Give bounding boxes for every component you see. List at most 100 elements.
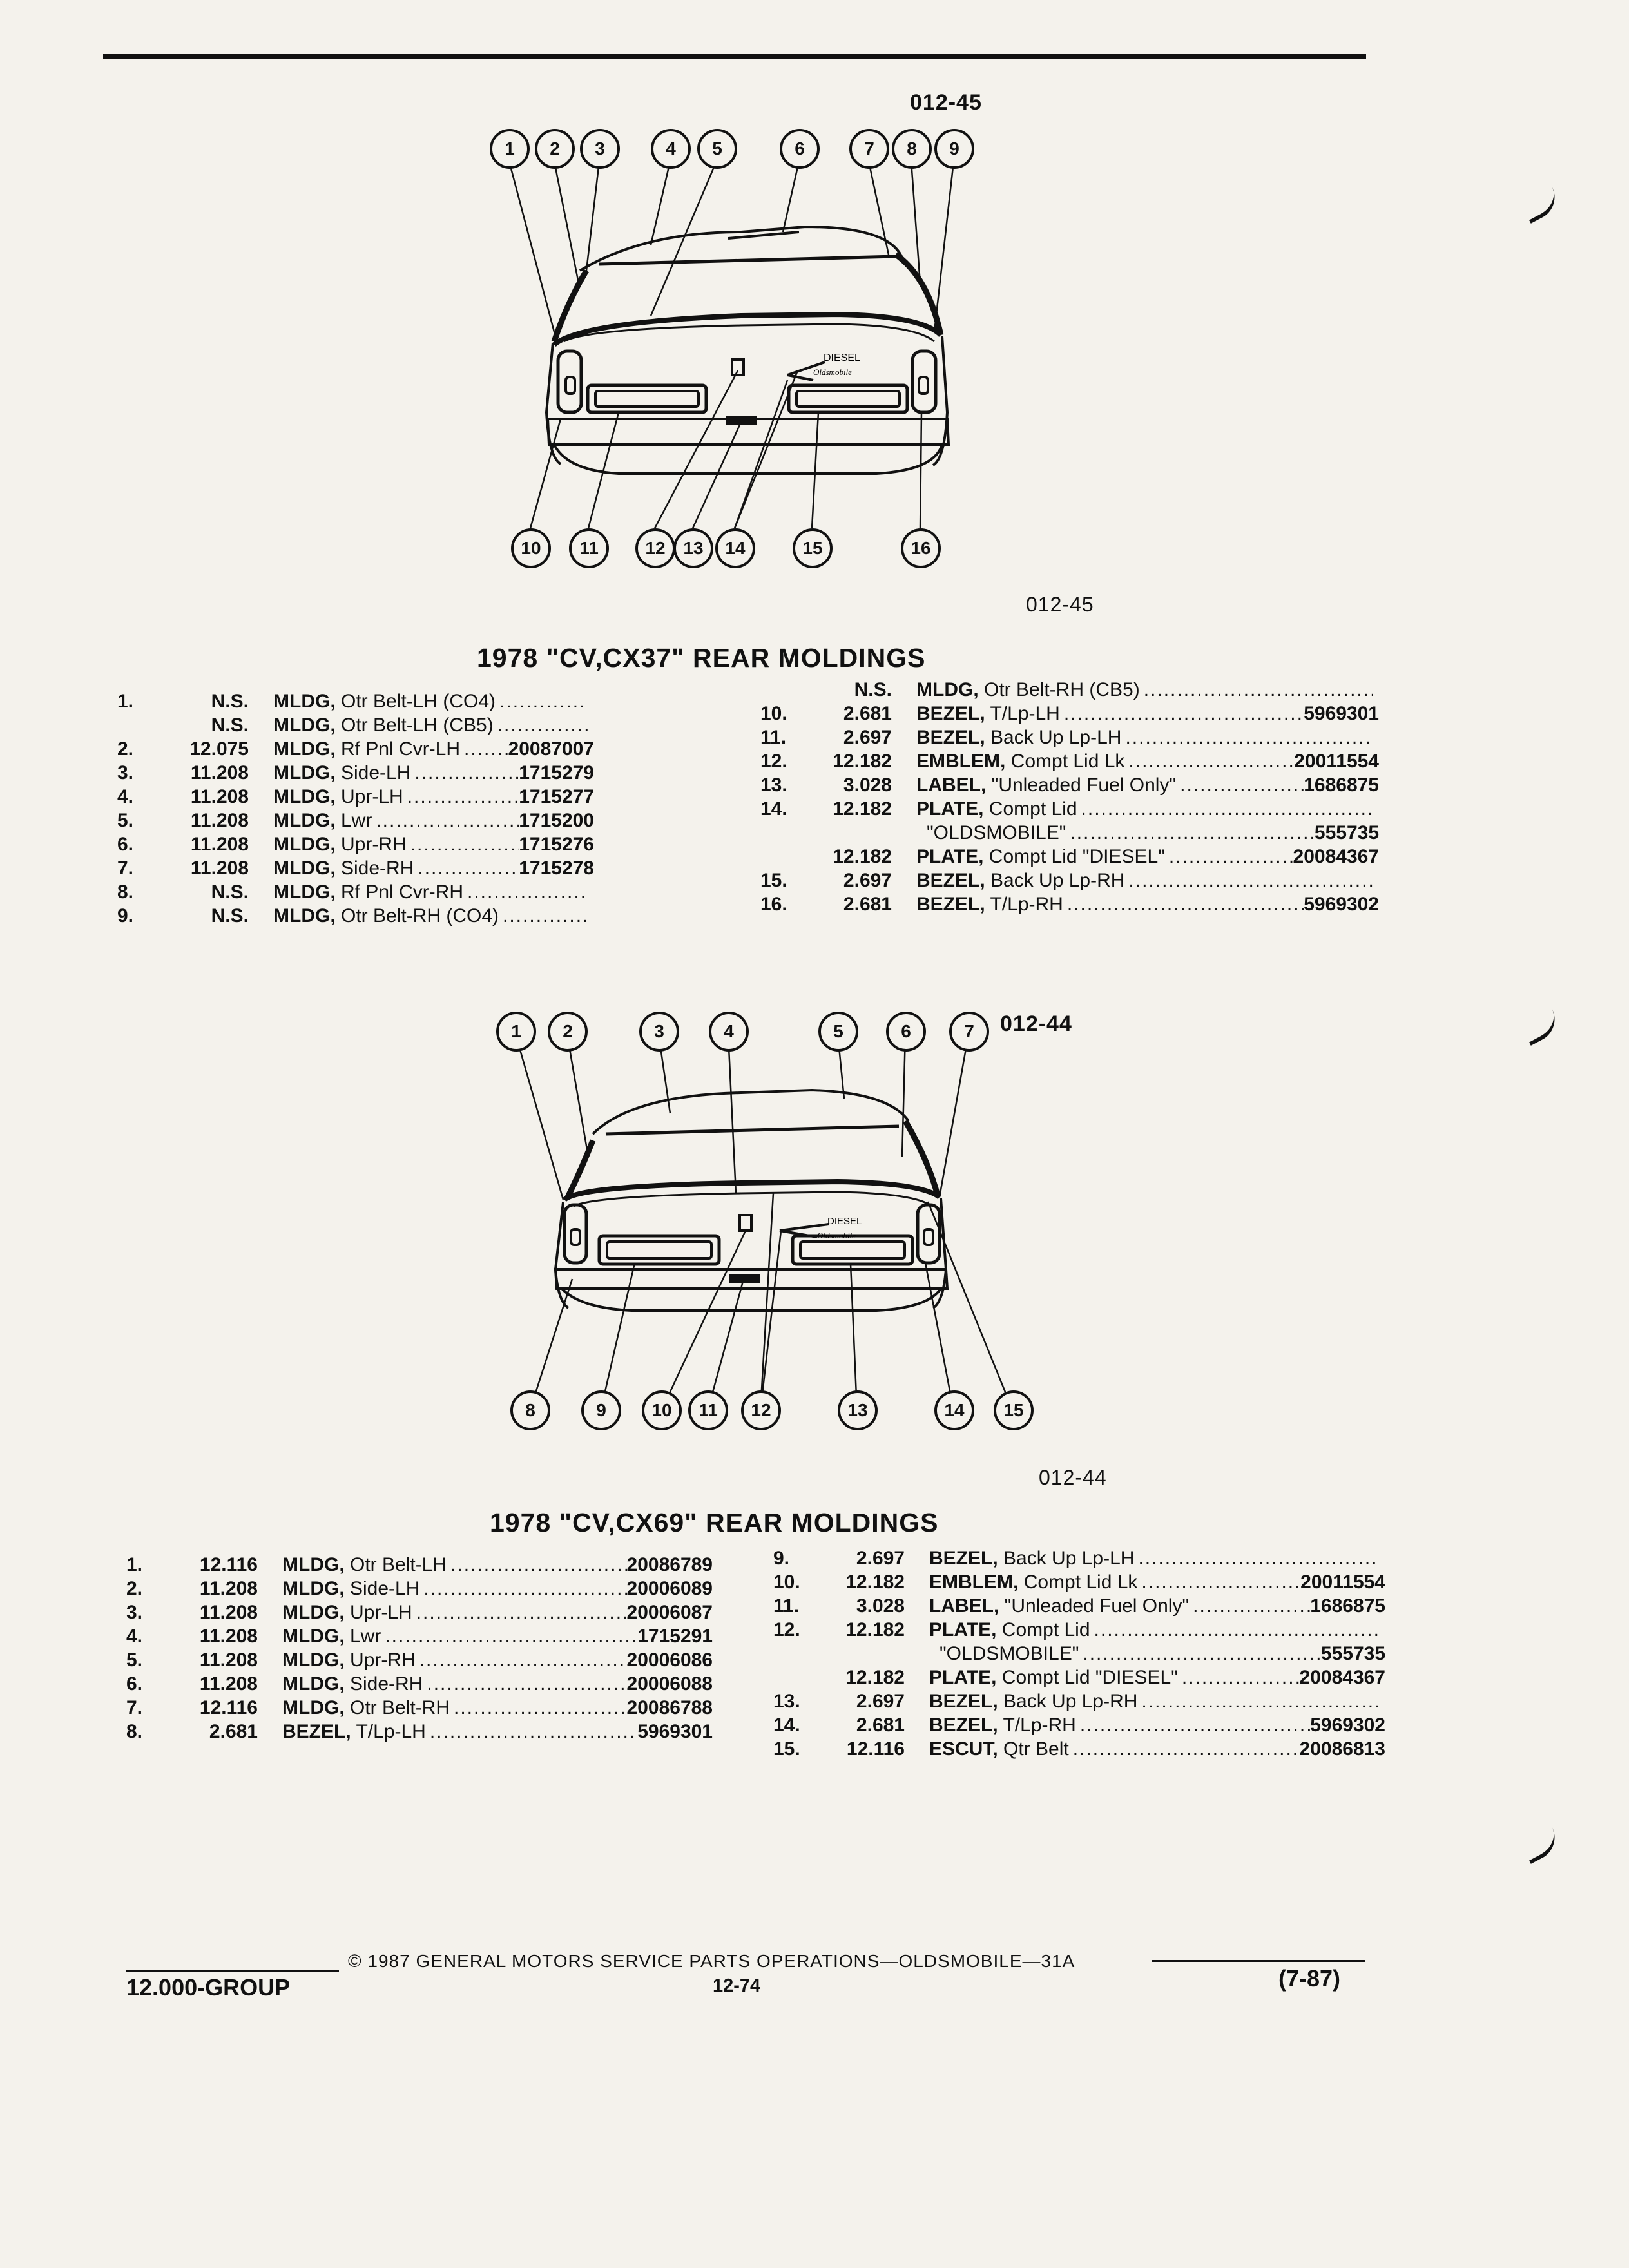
figure1-code-bottom: 012-45 — [1026, 593, 1094, 616]
callout-number: 7 — [864, 139, 874, 159]
part-number — [1373, 797, 1379, 821]
group-number: N.S. — [211, 715, 249, 736]
group-number: 12.182 — [845, 1667, 905, 1688]
item-number: 12. — [773, 1619, 800, 1640]
item-number — [760, 845, 808, 869]
part-name: "OLDSMOBILE" — [927, 822, 1066, 843]
leader-dots: ........................................… — [1193, 1595, 1310, 1617]
part-name: Back Up Lp-LH — [1003, 1548, 1135, 1569]
leader-dots: ........................................… — [454, 1697, 627, 1718]
part-name: "Unleaded Fuel Only" — [1004, 1595, 1190, 1617]
part-category: MLDG, — [273, 834, 336, 855]
group-number — [808, 821, 916, 845]
part-category: MLDG, — [916, 679, 979, 700]
callout-circle: 9 — [934, 129, 974, 169]
item-number: 6. — [117, 834, 134, 855]
part-category: EMBLEM, — [929, 1571, 1019, 1593]
part-description: "OLDSMOBILE" — [916, 821, 1066, 845]
callout-number: 4 — [666, 139, 676, 159]
callout-circle: 1 — [496, 1012, 536, 1052]
callout-circle: 5 — [818, 1012, 858, 1052]
part-description: MLDG, Upr-LH — [273, 785, 403, 809]
part-name: Side-LH — [341, 762, 411, 783]
callout-circle: 8 — [510, 1390, 550, 1430]
callout-circle: 14 — [934, 1390, 974, 1430]
part-description: LABEL, "Unleaded Fuel Only" — [929, 1594, 1189, 1618]
figure2-code-top: 012-44 — [1000, 1012, 1072, 1036]
part-category: MLDG, — [273, 881, 336, 903]
leader-dots: ........................................… — [423, 1578, 626, 1599]
callout-number: 7 — [964, 1021, 974, 1041]
part-category: BEZEL, — [916, 870, 985, 891]
parts-row: 1.N.S.MLDG, Otr Belt-LH (CO4)...........… — [117, 689, 594, 713]
part-category: PLATE, — [929, 1667, 997, 1688]
item-number: 11. — [760, 727, 787, 748]
callout-circle: 15 — [994, 1390, 1034, 1430]
leader-dots: ........................................… — [497, 715, 588, 736]
leader-dots: ........................................… — [1066, 894, 1304, 915]
item-number: 11. — [773, 1595, 800, 1617]
callout-number: 6 — [795, 139, 805, 159]
part-description: "OLDSMOBILE" — [929, 1642, 1079, 1666]
callout-circle: 15 — [793, 528, 833, 568]
item-number: 1. — [126, 1554, 143, 1575]
part-name: Otr Belt-LH — [350, 1554, 447, 1575]
figure1-illustration: DIESEL Oldsmobile — [508, 160, 955, 529]
group-number: 11.208 — [199, 1673, 258, 1695]
part-name: Compt Lid Lk — [1023, 1571, 1138, 1593]
group-number: 12.182 — [845, 1619, 905, 1640]
part-number: 20084367 — [1299, 1667, 1385, 1688]
callout-circle: 3 — [580, 129, 620, 169]
part-category: MLDG, — [273, 858, 336, 879]
part-name: Back Up Lp-RH — [990, 870, 1125, 891]
part-category: PLATE, — [916, 798, 984, 820]
leader-dots: ........................................… — [1081, 798, 1373, 820]
part-number: 1686875 — [1304, 774, 1379, 796]
callout-number: 11 — [579, 538, 599, 558]
callout-circle: 12 — [741, 1390, 781, 1430]
part-category: MLDG, — [282, 1578, 345, 1599]
part-number — [1379, 1689, 1385, 1713]
callout-circle: 7 — [949, 1012, 989, 1052]
part-category: BEZEL, — [929, 1548, 998, 1569]
callout-circle: 8 — [892, 129, 932, 169]
part-category: MLDG, — [282, 1649, 345, 1671]
part-name: Compt Lid "DIESEL" — [1001, 1667, 1178, 1688]
leader-dots: ........................................… — [427, 1673, 627, 1695]
part-description: PLATE, Compt Lid "DIESEL" — [929, 1666, 1178, 1689]
item-number: 10. — [760, 703, 787, 724]
callout-number: 2 — [563, 1021, 573, 1041]
callout-circle: 7 — [849, 129, 889, 169]
item-number: 7. — [126, 1697, 143, 1718]
part-number: 20006086 — [626, 1649, 713, 1671]
part-number — [1373, 869, 1379, 892]
callout-number: 2 — [550, 139, 560, 159]
leader-dots: ........................................… — [1128, 751, 1295, 772]
callout-number: 3 — [654, 1021, 664, 1041]
part-description: MLDG, Side-RH — [273, 856, 414, 880]
part-category: MLDG, — [273, 905, 336, 927]
part-category: BEZEL, — [916, 727, 985, 748]
part-name: "Unleaded Fuel Only" — [991, 774, 1177, 796]
part-category: PLATE, — [916, 846, 984, 867]
item-number: 10. — [773, 1571, 800, 1593]
part-category: MLDG, — [273, 738, 336, 760]
part-description: ESCUT, Qtr Belt — [929, 1737, 1069, 1761]
figure1-code-top: 012-45 — [910, 90, 982, 115]
group-number: 3.028 — [843, 774, 892, 796]
item-number: 16. — [760, 894, 787, 915]
callout-circle: 3 — [639, 1012, 679, 1052]
item-number: 15. — [773, 1738, 800, 1760]
part-number: 1715291 — [637, 1626, 713, 1647]
svg-text:Oldsmobile: Oldsmobile — [813, 367, 852, 377]
